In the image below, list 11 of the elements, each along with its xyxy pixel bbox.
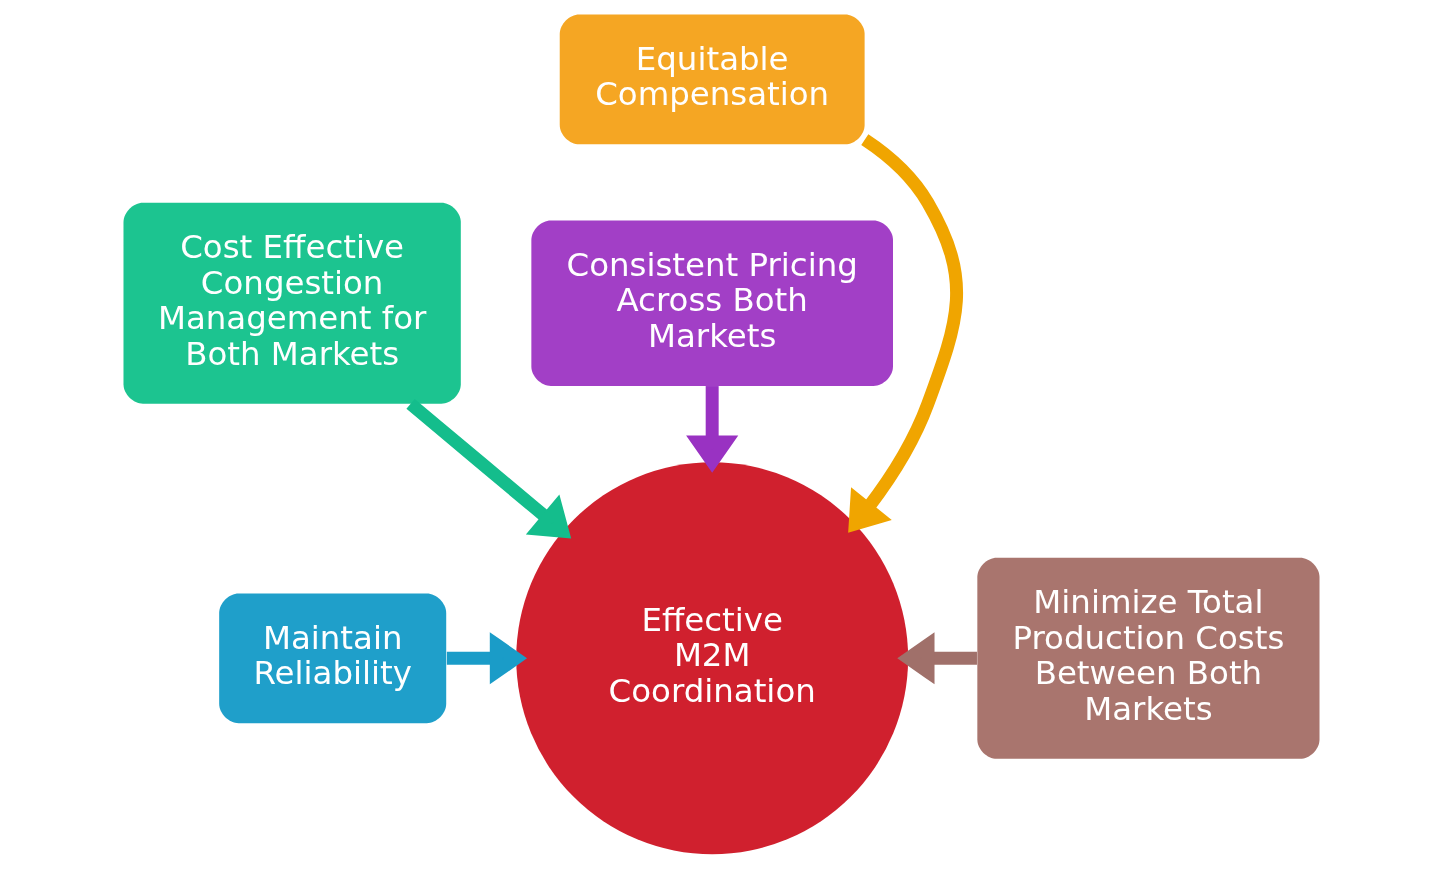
node-box: Minimize Total Production Costs Between Both Markets xyxy=(976,557,1319,759)
arrow xyxy=(405,398,571,539)
node-box: Equitable Compensation xyxy=(559,14,865,145)
arrow xyxy=(685,386,738,473)
arrow xyxy=(446,632,527,685)
node-box: Maintain Reliability xyxy=(218,593,446,724)
arrow xyxy=(847,134,963,533)
node-box: Cost Effective Congestion Management for Both Markets xyxy=(123,202,461,404)
node-circle: Effective M2M Coordination xyxy=(515,462,908,855)
node-box: Consistent Pricing Across Both Markets xyxy=(530,220,893,386)
arrow xyxy=(896,632,977,685)
